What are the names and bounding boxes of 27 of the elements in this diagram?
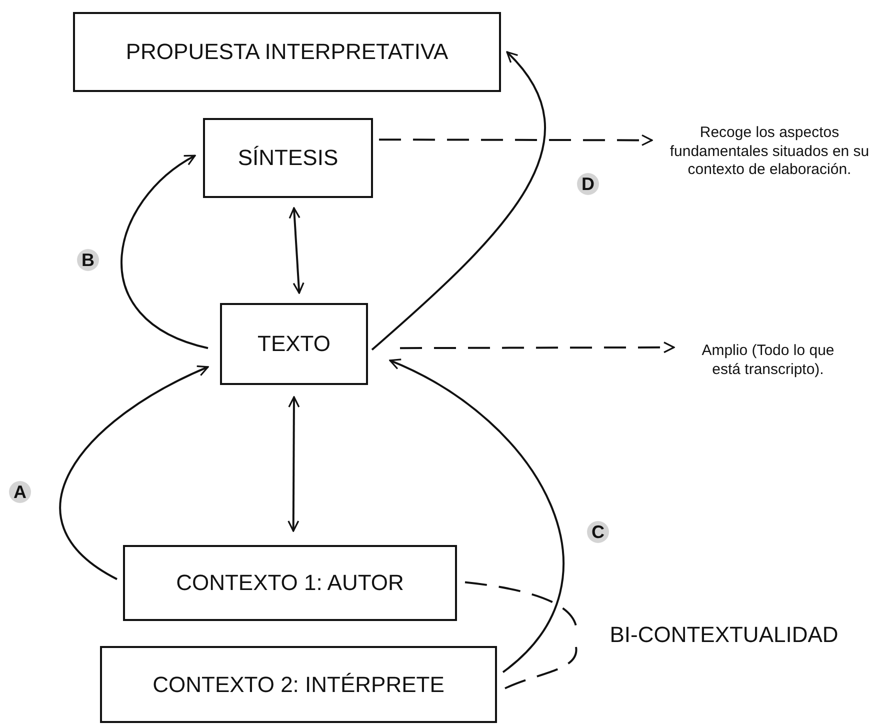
arrow: [59, 366, 209, 580]
dashed-line: [504, 646, 578, 690]
dashed-line: [464, 581, 577, 626]
arrow: [120, 154, 208, 350]
arrow: [288, 207, 304, 294]
box-label: SÍNTESIS: [238, 145, 338, 171]
arrow: [288, 396, 300, 532]
arrow: [371, 51, 546, 350]
edge-label: C: [587, 521, 609, 543]
box-label: CONTEXTO 1: AUTOR: [176, 570, 404, 596]
box-label: TEXTO: [258, 331, 330, 357]
edge-label: B: [77, 249, 99, 271]
process-box: [100, 646, 497, 723]
dashed-arrow: [379, 134, 653, 146]
process-box: [123, 545, 457, 621]
process-box: [203, 118, 373, 198]
box-label: PROPUESTA INTERPRETATIVA: [126, 39, 448, 65]
note-text: BI-CONTEXTUALIDAD: [610, 621, 838, 649]
edge-label: D: [577, 173, 599, 195]
box-label: CONTEXTO 2: INTÉRPRETE: [152, 672, 444, 698]
edge-label: A: [9, 481, 31, 503]
arrow: [389, 359, 564, 673]
note-text: Amplio (Todo lo que está transcripto).: [700, 342, 836, 380]
process-box: [73, 12, 501, 92]
process-box: [220, 303, 368, 385]
dashed-arrow: [400, 342, 675, 354]
note-text: Recoge los aspectos fundamentales situados en su contexto de elaboración.: [668, 124, 870, 180]
